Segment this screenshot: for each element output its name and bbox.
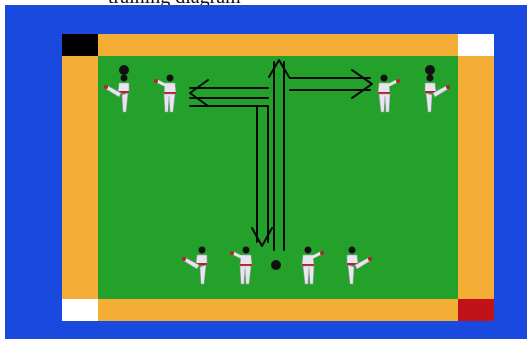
arrow-to-top-left — [189, 79, 269, 107]
marker-bottom-center — [271, 260, 281, 270]
caption-text: training diagram — [108, 0, 241, 8]
marker-top-right — [425, 65, 435, 75]
corner-bottom-right — [458, 299, 494, 321]
marker-top-left — [119, 65, 129, 75]
movement-arrows — [189, 59, 373, 251]
diagram-caption: training diagram — [0, 0, 532, 8]
arrow-down — [189, 105, 273, 247]
corner-top-right — [458, 34, 494, 56]
corner-top-left — [62, 34, 98, 56]
corner-bottom-left — [62, 299, 98, 321]
arrow-up — [268, 59, 290, 251]
arrow-to-top-right — [289, 69, 373, 99]
mat-green-area — [98, 56, 458, 299]
